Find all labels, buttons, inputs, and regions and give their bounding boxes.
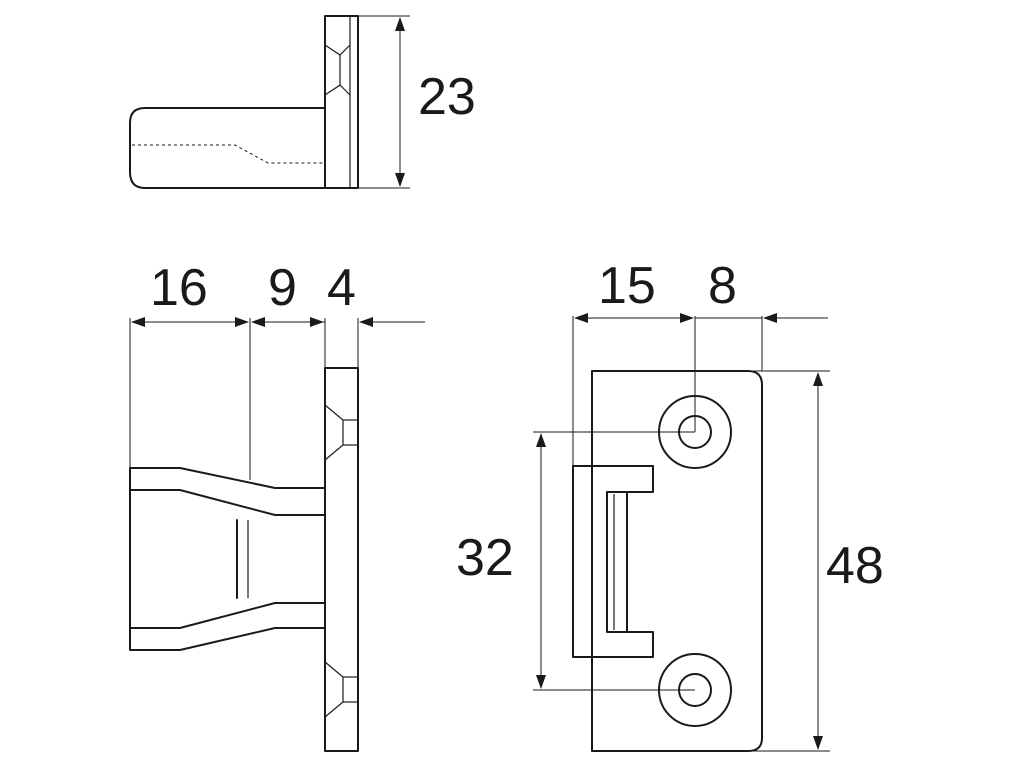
front-view: 15 8 32 48 bbox=[456, 257, 884, 752]
dim-label-48: 48 bbox=[826, 537, 884, 595]
front-plate bbox=[591, 370, 763, 752]
dim-label-15: 15 bbox=[598, 257, 656, 315]
top-plate bbox=[324, 15, 359, 189]
dim-label-4: 4 bbox=[327, 259, 356, 317]
dim-label-9: 9 bbox=[268, 259, 297, 317]
side-plate bbox=[324, 367, 359, 752]
top-view: 23 bbox=[129, 15, 476, 189]
dim-label-23: 23 bbox=[418, 68, 476, 126]
dim-label-8: 8 bbox=[708, 257, 737, 315]
side-view: 16 9 4 bbox=[129, 259, 425, 752]
top-hook bbox=[129, 107, 326, 189]
dim-label-16: 16 bbox=[150, 259, 208, 317]
side-hook-outline bbox=[129, 467, 326, 651]
front-hook bbox=[572, 465, 654, 658]
dim-label-32: 32 bbox=[456, 529, 514, 587]
